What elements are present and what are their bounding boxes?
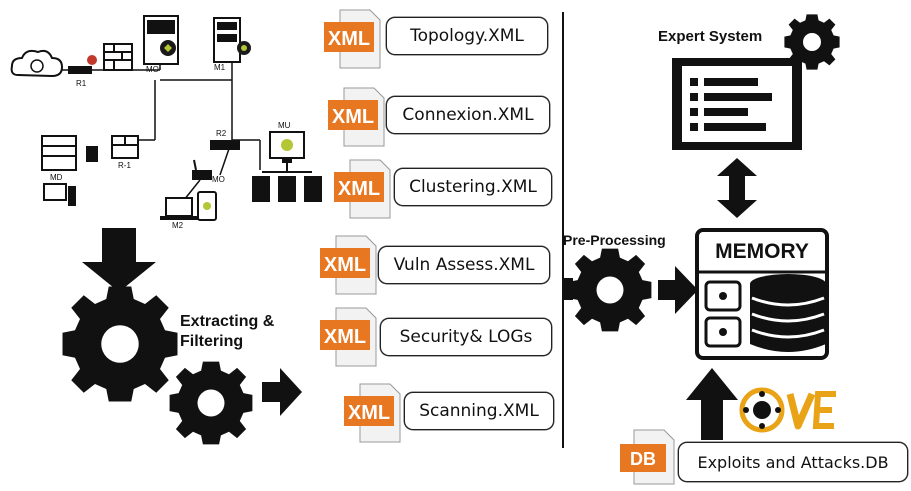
server-icon	[213, 17, 251, 63]
db-file-label: Exploits and Attacks.DB	[678, 442, 908, 482]
xml-file-icon: XML	[318, 306, 378, 368]
node-label-mu: MU	[278, 121, 291, 130]
xml-badge: XML	[328, 28, 370, 50]
file-label-vuln-assess: Vuln Assess.XML	[378, 246, 550, 284]
file-label-scanning: Scanning.XML	[404, 392, 554, 430]
db-badge: DB	[630, 449, 656, 469]
extracting-filtering-label: Extracting & Filtering	[180, 312, 274, 352]
workstation-icon	[43, 183, 76, 206]
node-label-r1: R1	[76, 79, 87, 88]
right-arrow-icon	[658, 266, 698, 314]
node-label-mo: MO	[146, 65, 159, 74]
cve-logo	[739, 387, 836, 433]
xml-file-icon: XML	[332, 158, 392, 220]
gear-icon	[169, 361, 253, 445]
bidirectional-arrow-icon	[717, 158, 757, 218]
file-label-topology: Topology.XML	[386, 17, 548, 55]
xml-file-icon: XML	[318, 234, 378, 296]
xml-badge: XML	[338, 178, 380, 200]
node-label-mo-2: MO	[212, 175, 225, 184]
extract-label-line2: Filtering	[180, 333, 244, 350]
extract-label-line1: Extracting &	[180, 313, 275, 330]
network-topology: R1 MO M1	[10, 15, 322, 230]
expert-system-monitor-icon	[672, 58, 802, 150]
switch-icon	[210, 140, 240, 150]
monitor-icon	[269, 131, 305, 163]
access-point-icon	[192, 159, 212, 180]
preprocessing-label: Pre-Processing	[563, 232, 666, 248]
gear-icon	[62, 286, 178, 402]
xml-badge: XML	[324, 254, 366, 276]
xml-badge: XML	[324, 326, 366, 348]
database-icon	[750, 274, 826, 352]
cloud-icon	[10, 49, 64, 78]
xml-file-icon: XML	[342, 382, 402, 444]
file-label-connexion: Connexion.XML	[386, 96, 550, 134]
file-label-security-logs: Security& LOGs	[380, 318, 552, 356]
right-arrow-icon	[262, 368, 302, 416]
server-rack-icon	[41, 135, 98, 171]
memory-label: MEMORY	[715, 240, 809, 263]
xml-file-icon: XML	[326, 86, 386, 148]
node-label-r-1: R-1	[118, 161, 131, 170]
server-icon	[143, 15, 179, 65]
down-arrow-icon	[82, 228, 156, 292]
gear-icon	[568, 248, 652, 332]
node-label-r2: R2	[216, 129, 227, 138]
gear-icon	[784, 14, 840, 70]
xml-file-icon: XML	[322, 8, 382, 70]
node-label-m1: M1	[214, 63, 226, 72]
firewall-icon	[111, 135, 139, 159]
xml-badge: XML	[348, 402, 390, 424]
db-file-icon: DB	[618, 428, 678, 486]
laptop-icon	[160, 191, 217, 221]
router-icon	[68, 55, 97, 74]
node-label-md: MD	[50, 173, 63, 182]
computer-cluster-icon	[252, 163, 322, 202]
expert-system-label: Expert System	[658, 28, 763, 45]
file-label-clustering: Clustering.XML	[394, 168, 552, 206]
xml-badge: XML	[332, 106, 374, 128]
node-label-m2: M2	[172, 221, 184, 230]
firewall-icon	[103, 43, 133, 71]
up-arrow-icon	[686, 368, 738, 440]
